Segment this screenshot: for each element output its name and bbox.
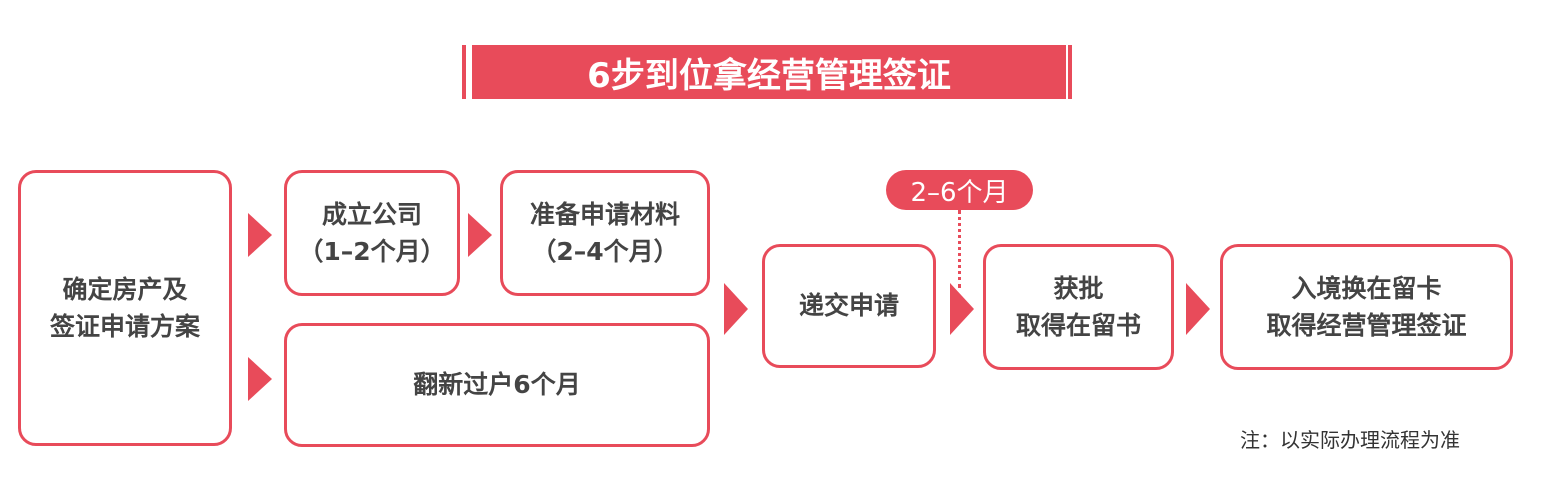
step-renovation: 翻新过户6个月	[284, 323, 710, 447]
step-approval: 获批 取得在留书	[983, 244, 1174, 370]
step-entry: 入境换在留卡 取得经营管理签证	[1220, 244, 1513, 370]
step-text: 入境换在留卡	[1291, 273, 1442, 303]
dotted-connector	[958, 210, 961, 288]
step-text: 取得经营管理签证	[1266, 311, 1467, 340]
step-company: 成立公司 （1–2个月）	[284, 170, 460, 296]
duration-badge: 2–6个月	[886, 170, 1033, 210]
footnote: 注：以实际办理流程为准	[1240, 428, 1460, 452]
step-text: 确定房产及	[62, 274, 188, 304]
arrow-right-icon	[950, 283, 974, 335]
arrow-right-icon	[468, 213, 492, 257]
arrow-right-icon	[724, 283, 748, 335]
step-text: 翻新过户6个月	[413, 370, 581, 400]
step-text: 准备申请材料	[529, 199, 680, 229]
step-text: 成立公司	[321, 199, 422, 229]
step-plan: 确定房产及 签证申请方案	[18, 170, 232, 446]
step-text: 签证申请方案	[49, 312, 200, 341]
page-title: 6步到位拿经营管理签证	[472, 45, 1066, 99]
step-text: 取得在留书	[1015, 311, 1141, 340]
step-text: （2–4个月）	[531, 237, 679, 266]
arrow-right-icon	[248, 213, 272, 257]
arrow-right-icon	[1186, 283, 1210, 335]
step-submit: 递交申请	[762, 244, 936, 368]
arrow-right-icon	[248, 357, 272, 401]
title-right-rule	[1068, 45, 1072, 99]
step-text: 获批	[1053, 273, 1104, 303]
step-text: 递交申请	[798, 291, 899, 321]
step-materials: 准备申请材料 （2–4个月）	[500, 170, 710, 296]
title-left-rule	[462, 45, 466, 99]
step-text: （1–2个月）	[298, 237, 446, 266]
